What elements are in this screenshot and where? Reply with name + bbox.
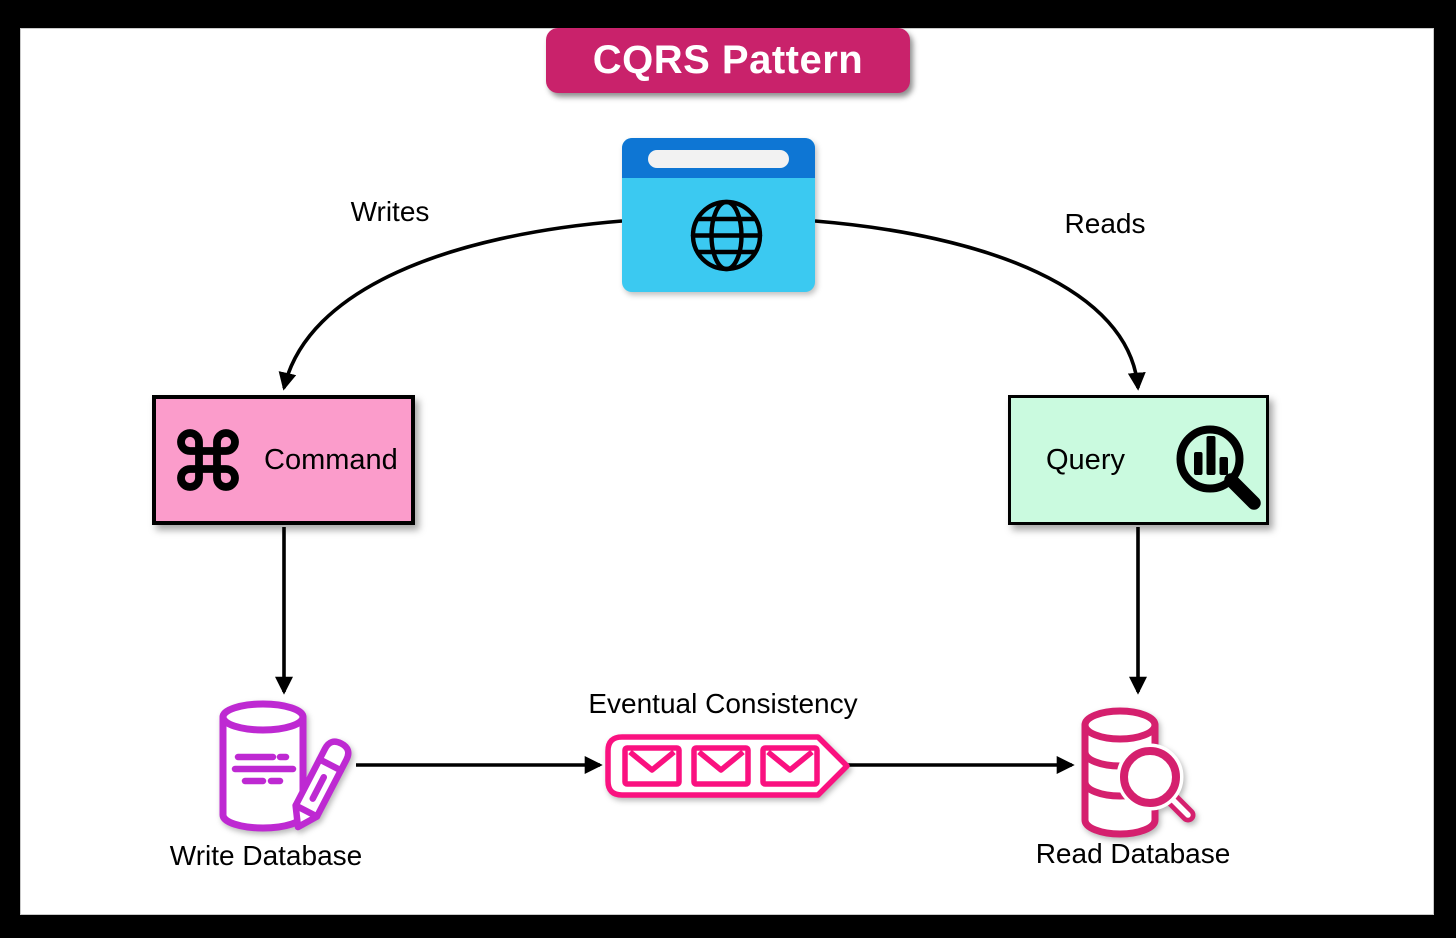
- globe-icon: [690, 199, 763, 272]
- database-magnifier-icon: [1081, 707, 1196, 838]
- reads-edge-label: Reads: [1064, 208, 1146, 239]
- command-label: Command: [264, 443, 398, 476]
- query-node: Query: [1008, 395, 1269, 525]
- envelope-icon: [760, 745, 820, 787]
- command-key-icon: [177, 429, 239, 491]
- browser-addressbar: [648, 150, 789, 168]
- read-database-label: Read Database: [1035, 838, 1231, 869]
- message-queue-envelopes-icon: [605, 734, 850, 798]
- page-title: CQRS Pattern: [592, 38, 864, 82]
- envelope-icon: [691, 745, 751, 787]
- writes-edge-label: Writes: [350, 196, 430, 227]
- query-label: Query: [1046, 443, 1125, 476]
- magnifier-chart-icon: [1176, 425, 1261, 510]
- title-badge: CQRS Pattern: [546, 28, 910, 93]
- eventual-consistency-label: Eventual Consistency: [588, 688, 858, 719]
- browser-window-icon: [622, 138, 815, 292]
- command-node: Command: [152, 395, 415, 525]
- envelope-icon: [622, 745, 682, 787]
- browser-topbar: [622, 138, 815, 178]
- write-database-label: Write Database: [169, 840, 363, 871]
- database-pencil-icon: [219, 700, 352, 832]
- magnifier-icon: [1116, 743, 1196, 823]
